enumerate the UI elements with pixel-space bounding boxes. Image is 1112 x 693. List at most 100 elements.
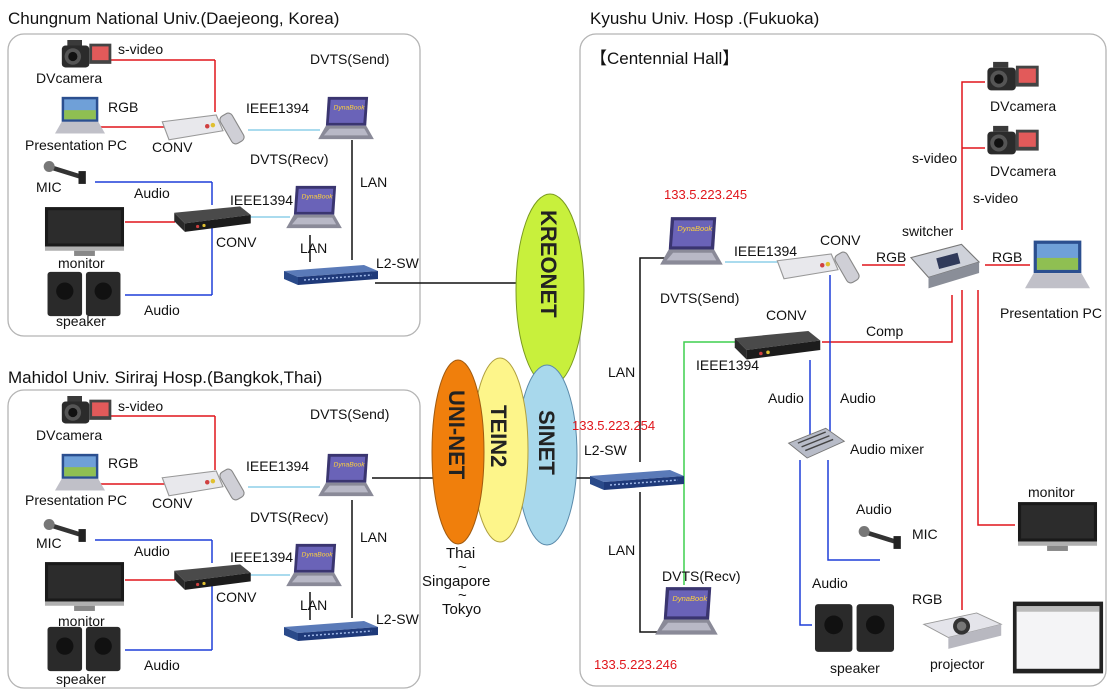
chungnam-ieee-top-label: IEEE1394 bbox=[246, 100, 309, 116]
mahidol-svideo-label: s-video bbox=[118, 398, 163, 414]
chungnam-title: Chungnum National Univ.(Daejeong, Korea) bbox=[8, 9, 339, 28]
mahidol-dvts-recv-label: DVTS(Recv) bbox=[250, 509, 329, 525]
chungnam-speaker-icon bbox=[47, 271, 121, 317]
kyushu-ip-switch: 133.5.223.254 bbox=[572, 418, 655, 433]
kyushu-audio-1-label: Audio bbox=[768, 390, 804, 406]
kyushu-ieee-recv-label: IEEE1394 bbox=[696, 357, 759, 373]
chungnam-ieee-bottom-label: IEEE1394 bbox=[230, 192, 293, 208]
kyushu-l2sw-label: L2-SW bbox=[584, 442, 628, 458]
kyushu-lan-send-link bbox=[639, 257, 665, 462]
chungnam-speaker-label: speaker bbox=[56, 313, 106, 329]
chungnam-conv-label: CONV bbox=[152, 139, 193, 155]
kyushu-l2sw-icon bbox=[589, 469, 685, 491]
chungnam-presentation-pc-label: Presentation PC bbox=[25, 137, 127, 153]
mahidol-monitor-icon bbox=[44, 562, 125, 611]
mahidol-ieee-top-label: IEEE1394 bbox=[246, 458, 309, 474]
kyushu-dvts-send-label: DVTS(Send) bbox=[660, 290, 739, 306]
kyushu-conv-mid-label: CONV bbox=[766, 307, 807, 323]
kyushu-comp-link bbox=[822, 295, 953, 343]
kyushu-audio-mixer-icon bbox=[787, 427, 846, 459]
kyushu-dvts-recv-laptop-icon bbox=[655, 587, 718, 635]
kyushu-audio-mic-label: Audio bbox=[856, 501, 892, 517]
kyushu-monitor-icon bbox=[1017, 502, 1098, 551]
chungnam-svideo-label: s-video bbox=[118, 41, 163, 57]
chungnam-dvts-send-label: DVTS(Send) bbox=[310, 51, 389, 67]
kyushu-speaker-icon bbox=[814, 604, 895, 652]
mahidol-dvcamera-label: DVcamera bbox=[36, 427, 102, 443]
kyushu-rgb-projector-label: RGB bbox=[912, 591, 942, 607]
chungnam-monitor-icon bbox=[44, 207, 125, 256]
kyushu-ip-send: 133.5.223.245 bbox=[664, 187, 747, 202]
kyushu-dvcamera-1-icon bbox=[987, 61, 1039, 91]
kyushu-svideo-2-label: s-video bbox=[973, 190, 1018, 206]
kyushu-dvcamera-2-label: DVcamera bbox=[990, 163, 1056, 179]
kyushu-switcher-label: switcher bbox=[902, 223, 954, 239]
route-thai: Thai bbox=[446, 545, 475, 562]
route-singapore: Singapore bbox=[422, 573, 490, 590]
mahidol-links bbox=[95, 415, 440, 651]
kyushu-lan-bottom-label: LAN bbox=[608, 542, 635, 558]
mahidol-speaker-icon bbox=[47, 626, 121, 672]
kyushu-audio-mixer-label: Audio mixer bbox=[850, 441, 924, 457]
kyushu-dvts-recv-label: DVTS(Recv) bbox=[662, 568, 741, 584]
mahidol-lan-left-label: LAN bbox=[300, 597, 327, 613]
kyushu-dvcamera1-link bbox=[961, 81, 985, 230]
chungnam-l2sw-icon bbox=[283, 264, 379, 286]
chungnam-monitor-label: monitor bbox=[58, 255, 105, 271]
chungnam-lan-right-label: LAN bbox=[360, 174, 387, 190]
mahidol-conv-label: CONV bbox=[152, 495, 193, 511]
uninet-ellipse bbox=[431, 359, 485, 545]
kyushu-site-box bbox=[579, 33, 1107, 687]
mahidol-rgb-label: RGB bbox=[108, 455, 138, 471]
mahidol-ieee-bottom-label: IEEE1394 bbox=[230, 549, 293, 565]
chungnam-dvts-send-laptop-icon bbox=[318, 96, 374, 140]
kyushu-title: Kyushu Univ. Hosp .(Fukuoka) bbox=[590, 9, 819, 28]
route-tilde-1: ~ bbox=[458, 559, 467, 576]
mahidol-dvcamera-icon bbox=[61, 396, 112, 424]
mahidol-site-box bbox=[7, 389, 421, 689]
kyushu-mic-mixer-link bbox=[827, 460, 880, 561]
mahidol-conv-box-icon bbox=[174, 564, 251, 590]
kyushu-projector-label: projector bbox=[930, 656, 985, 672]
chungnam-links bbox=[95, 59, 550, 296]
kyushu-lan-recv-link bbox=[639, 492, 660, 633]
mahidol-lan-right-label: LAN bbox=[360, 529, 387, 545]
chungnam-dvts-recv-laptop-icon bbox=[286, 185, 342, 229]
kyushu-mic-label: MIC bbox=[912, 526, 938, 542]
kyushu-ip-recv: 133.5.223.246 bbox=[594, 657, 677, 672]
kyushu-speaker-mixer-link bbox=[799, 460, 812, 626]
kyushu-speaker-label: speaker bbox=[830, 660, 880, 676]
mahidol-dvts-send-label: DVTS(Send) bbox=[310, 406, 389, 422]
kyushu-switcher-icon bbox=[910, 243, 980, 289]
kyushu-dvcamera-1-label: DVcamera bbox=[990, 98, 1056, 114]
kyushu-lan-top-label: LAN bbox=[608, 364, 635, 380]
sinet-label: SINET bbox=[534, 410, 559, 475]
kyushu-hall-label: 【Centennial Hall】 bbox=[590, 49, 739, 68]
mahidol-audio-top-label: Audio bbox=[134, 543, 170, 559]
kyushu-svideo-1-label: s-video bbox=[912, 150, 957, 166]
mahidol-speaker-label: speaker bbox=[56, 671, 106, 687]
mahidol-title: Mahidol Univ. Siriraj Hosp.(Bangkok,Thai… bbox=[8, 368, 322, 387]
kyushu-dvcamera-2-icon bbox=[987, 125, 1039, 155]
mahidol-conv2-label: CONV bbox=[216, 589, 257, 605]
chungnam-l2sw-label: L2-SW bbox=[376, 255, 420, 271]
route-tokyo: Tokyo bbox=[442, 601, 481, 618]
kyushu-ieee-send-label: IEEE1394 bbox=[734, 243, 797, 259]
kyushu-rgb-left-label: RGB bbox=[876, 249, 906, 265]
kyushu-monitor-label: monitor bbox=[1028, 484, 1075, 500]
kyushu-projector-icon bbox=[923, 612, 1002, 650]
kyushu-comp-label: Comp bbox=[866, 323, 904, 339]
chungnam-site-box bbox=[7, 33, 421, 337]
chungnam-conv-box-icon bbox=[174, 206, 251, 232]
chungnam-rgb-label: RGB bbox=[108, 99, 138, 115]
kyushu-conv-top-label: CONV bbox=[820, 232, 861, 248]
chungnam-mic-label: MIC bbox=[36, 179, 62, 195]
mahidol-monitor-label: monitor bbox=[58, 613, 105, 629]
kreonet-label: KREONET bbox=[536, 210, 561, 318]
chungnam-lan-left-label: LAN bbox=[300, 240, 327, 256]
chungnam-audio-bottom-label: Audio bbox=[144, 302, 180, 318]
chungnam-dvcamera-label: DVcamera bbox=[36, 70, 102, 86]
kyushu-screen-icon bbox=[1012, 601, 1104, 674]
mahidol-l2sw-label: L2-SW bbox=[376, 611, 420, 627]
